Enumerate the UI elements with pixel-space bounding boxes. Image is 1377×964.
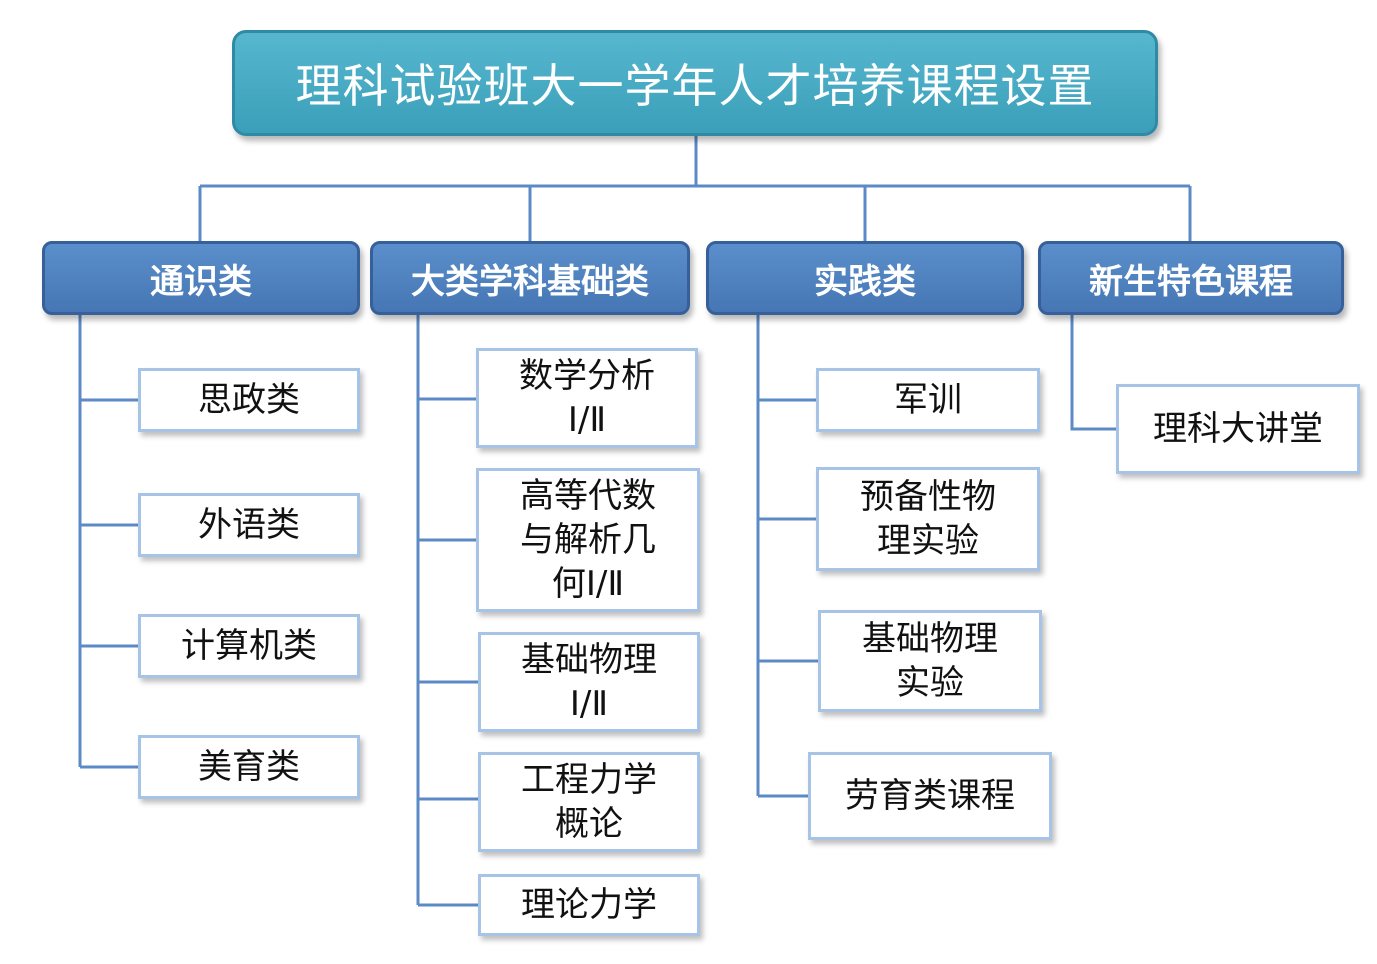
leaf-label: 军训: [894, 380, 962, 420]
leaf-box: 理论力学: [478, 874, 700, 936]
leaf-box: 劳育类课程: [808, 752, 1052, 840]
leaf-label: 数学分析 Ⅰ/Ⅱ: [519, 356, 655, 440]
leaf-label: 思政类: [198, 380, 300, 420]
leaf-box: 数学分析 Ⅰ/Ⅱ: [476, 348, 698, 448]
leaf-box: 基础物理 实验: [818, 610, 1042, 712]
root-title: 理科试验班大一学年人才培养课程设置: [232, 30, 1158, 136]
category-general-education: 通识类: [42, 241, 360, 315]
leaf-label: 理科大讲堂: [1153, 409, 1323, 449]
leaf-label: 基础物理 Ⅰ/Ⅱ: [521, 640, 657, 724]
leaf-box: 外语类: [138, 493, 360, 557]
leaf-box: 军训: [816, 368, 1040, 432]
leaf-label: 美育类: [198, 747, 300, 787]
category-freshman-special: 新生特色课程: [1038, 241, 1344, 315]
leaf-box: 美育类: [138, 735, 360, 799]
leaf-label: 劳育类课程: [845, 776, 1015, 816]
leaf-label: 外语类: [198, 505, 300, 545]
leaf-box: 工程力学 概论: [478, 752, 700, 852]
category-practice: 实践类: [706, 241, 1024, 315]
leaf-label: 基础物理 实验: [862, 619, 998, 703]
leaf-label: 预备性物 理实验: [860, 477, 996, 561]
leaf-label: 计算机类: [181, 626, 317, 666]
leaf-box: 思政类: [138, 368, 360, 432]
leaf-label: 高等代数 与解析几 何Ⅰ/Ⅱ: [520, 476, 656, 604]
leaf-box: 基础物理 Ⅰ/Ⅱ: [478, 632, 700, 732]
category-discipline-foundation: 大类学科基础类: [370, 241, 690, 315]
leaf-box: 计算机类: [138, 614, 360, 678]
leaf-label: 工程力学 概论: [521, 760, 657, 844]
leaf-label: 理论力学: [521, 885, 657, 925]
leaf-box: 理科大讲堂: [1116, 384, 1360, 474]
leaf-box: 预备性物 理实验: [816, 467, 1040, 571]
leaf-box: 高等代数 与解析几 何Ⅰ/Ⅱ: [476, 468, 700, 612]
